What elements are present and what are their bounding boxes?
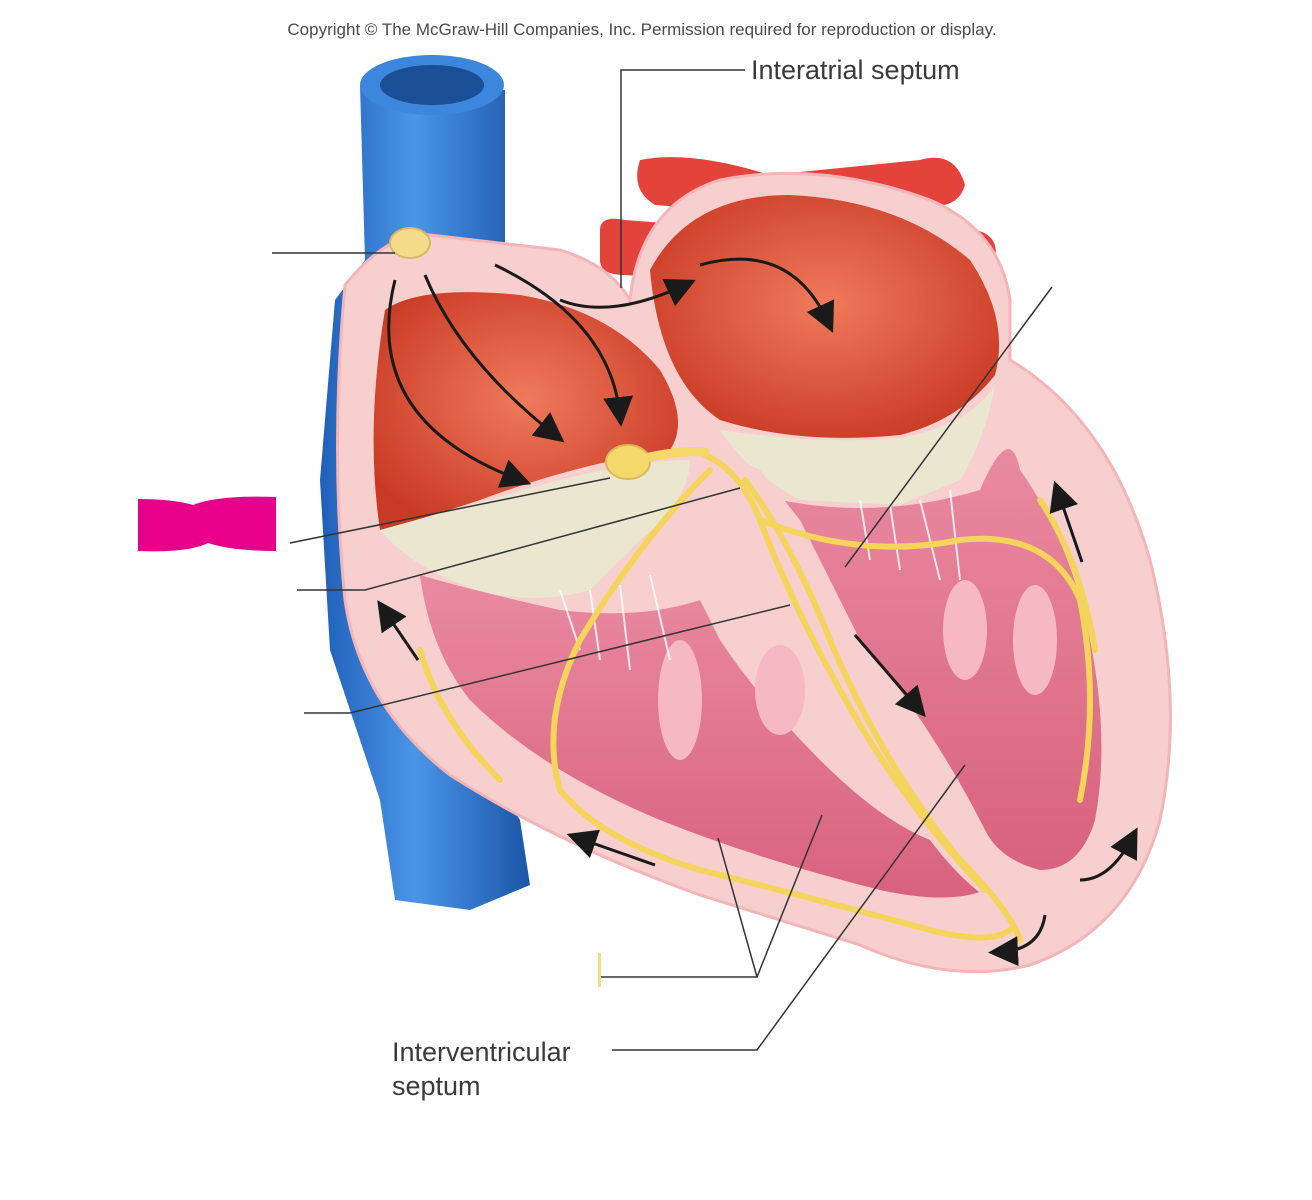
tricuspid-valve [380, 460, 690, 598]
copyright-notice: Copyright © The McGraw-Hill Companies, I… [287, 20, 997, 39]
sa-node [389, 227, 431, 259]
interventricular-label-line1: Interventricular [392, 1037, 571, 1067]
conduction-system [417, 452, 1098, 943]
label-mask [138, 496, 276, 552]
interatrial-septum-label: Interatrial septum [751, 55, 960, 85]
mitral-valve [720, 385, 995, 505]
leader-lines [272, 69, 1053, 1051]
left-ventricle [780, 449, 1102, 870]
chordae [559, 489, 961, 671]
interventricular-septum-label: Interventricular septum [392, 1035, 571, 1103]
conduction-arrows [377, 257, 1138, 967]
interventricular-label-line2: septum [392, 1071, 481, 1101]
right-ventricle [420, 575, 986, 898]
label-marker [598, 953, 601, 987]
av-node [605, 444, 710, 480]
papillary-muscles [658, 580, 1057, 760]
